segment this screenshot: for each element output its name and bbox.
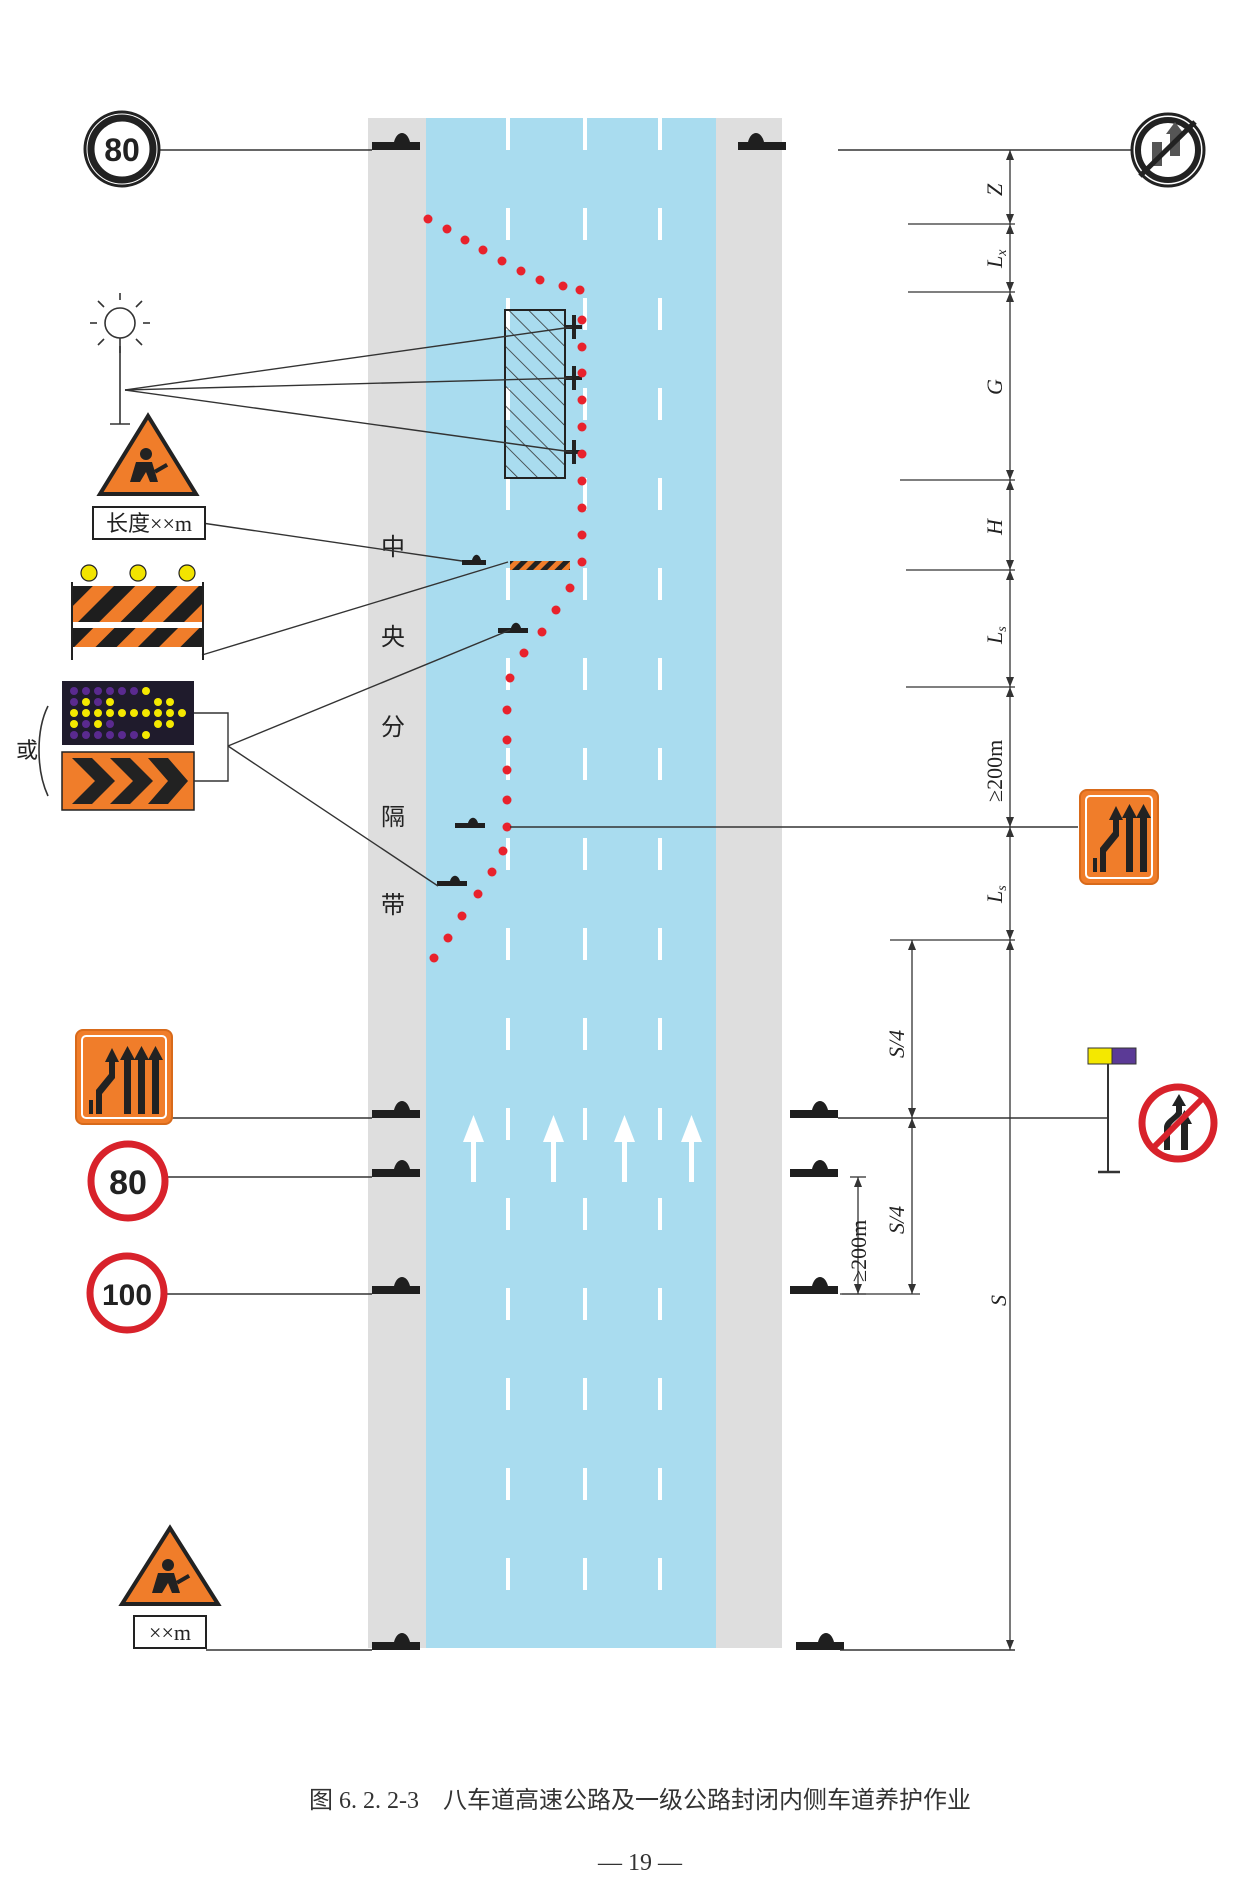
median-char: 隔 xyxy=(381,805,405,831)
length-label-box xyxy=(92,506,206,540)
median-label: 中 央 分 隔 带 xyxy=(381,534,405,919)
arrow-icon xyxy=(681,1115,702,1182)
dim-g: G xyxy=(982,379,1007,395)
no-overtaking-sign xyxy=(1087,1047,1218,1174)
arrow-icon xyxy=(463,1115,484,1182)
post-marker xyxy=(372,1101,420,1118)
speed-limit-80-sign: 80 xyxy=(83,110,161,188)
post-marker xyxy=(738,133,786,150)
figure-caption: 图 6. 2. 2-3 八车道高速公路及一级公路封闭内侧车道养护作业 xyxy=(309,1787,971,1814)
dim-ls-upper: Ls xyxy=(982,626,1010,645)
dim-h: H xyxy=(982,518,1007,536)
median-char: 带 xyxy=(381,892,405,919)
median-char: 央 xyxy=(381,624,405,651)
post-marker xyxy=(498,622,528,633)
worker-icon xyxy=(130,448,169,482)
warning-lamp-icon xyxy=(90,293,150,425)
arrow-icon xyxy=(614,1115,635,1182)
warning-lights xyxy=(566,315,582,464)
dim-ge200-upper: ≥200m xyxy=(982,740,1007,802)
length-label: 长度××m xyxy=(106,511,192,536)
speed-top-value: 80 xyxy=(104,132,140,168)
lane-merge-icon xyxy=(89,1046,163,1114)
post-marker xyxy=(462,554,486,565)
lane-closed-sign-left xyxy=(75,1029,173,1125)
lane-markings xyxy=(506,118,662,1648)
speed-low-value: 100 xyxy=(102,1279,152,1312)
leader-lines xyxy=(124,149,1140,1651)
arrow-icon xyxy=(543,1115,564,1182)
median-char: 中 xyxy=(381,534,405,561)
chevron-sign xyxy=(61,751,195,811)
dim-lx: Lx xyxy=(982,249,1010,269)
dim-ge200-lower: ≥200m xyxy=(846,1220,871,1282)
carriageway xyxy=(426,118,716,1648)
post-marker xyxy=(372,1160,420,1177)
direction-arrows xyxy=(463,1115,702,1182)
post-marker xyxy=(372,1277,420,1294)
median-strip xyxy=(368,118,426,1648)
post-marker xyxy=(790,1160,838,1177)
post-marker xyxy=(790,1277,838,1294)
barrier-lamp-icon xyxy=(80,564,196,582)
end-restriction-sign xyxy=(1130,112,1206,188)
post-marker xyxy=(372,1633,420,1650)
worker-icon xyxy=(152,1559,191,1593)
distance-label-box xyxy=(133,1615,207,1649)
or-label: 或 xyxy=(16,738,38,763)
sign-posts xyxy=(372,133,844,1650)
arrow-board-sign xyxy=(62,681,194,745)
dimension-ticks xyxy=(854,150,1014,1650)
speed-limit-100-sign: 100 xyxy=(86,1252,168,1334)
post-marker xyxy=(437,875,467,886)
median-char: 分 xyxy=(381,714,405,741)
post-marker xyxy=(372,133,420,150)
barrier-bar xyxy=(510,561,570,570)
flag-icon xyxy=(1087,1047,1113,1065)
speed-limit-80-sign-lower: 80 xyxy=(87,1140,169,1222)
right-shoulder xyxy=(716,118,782,1648)
or-bracket xyxy=(38,705,49,797)
post-marker xyxy=(790,1101,838,1118)
chevron-icon xyxy=(72,758,188,804)
post-marker xyxy=(796,1633,844,1650)
dimension-labels: Z Lx G H Ls ≥200m Ls S/4 S/4 ≥200m S xyxy=(846,183,1011,1306)
distance-label: ××m xyxy=(149,1620,191,1645)
lane-merge-icon xyxy=(1093,804,1151,872)
page-number: — 19 — xyxy=(597,1850,683,1876)
road-works-sign xyxy=(96,412,200,496)
dim-ls-lower: Ls xyxy=(982,885,1010,904)
dim-s-quarter-a: S/4 xyxy=(884,1030,909,1058)
lane-closed-sign-right xyxy=(1079,789,1159,885)
led-arrow-icon xyxy=(70,687,186,739)
road-works-sign-bottom xyxy=(118,1524,222,1606)
post-marker xyxy=(455,817,485,828)
dim-s-total: S xyxy=(986,1295,1011,1306)
dim-z: Z xyxy=(982,183,1007,196)
dim-s-quarter-b: S/4 xyxy=(884,1206,909,1234)
arrow-board-bracket xyxy=(194,712,229,782)
road-barrier xyxy=(71,564,204,660)
traffic-cones xyxy=(423,214,587,963)
speed-mid-value: 80 xyxy=(109,1164,147,1202)
